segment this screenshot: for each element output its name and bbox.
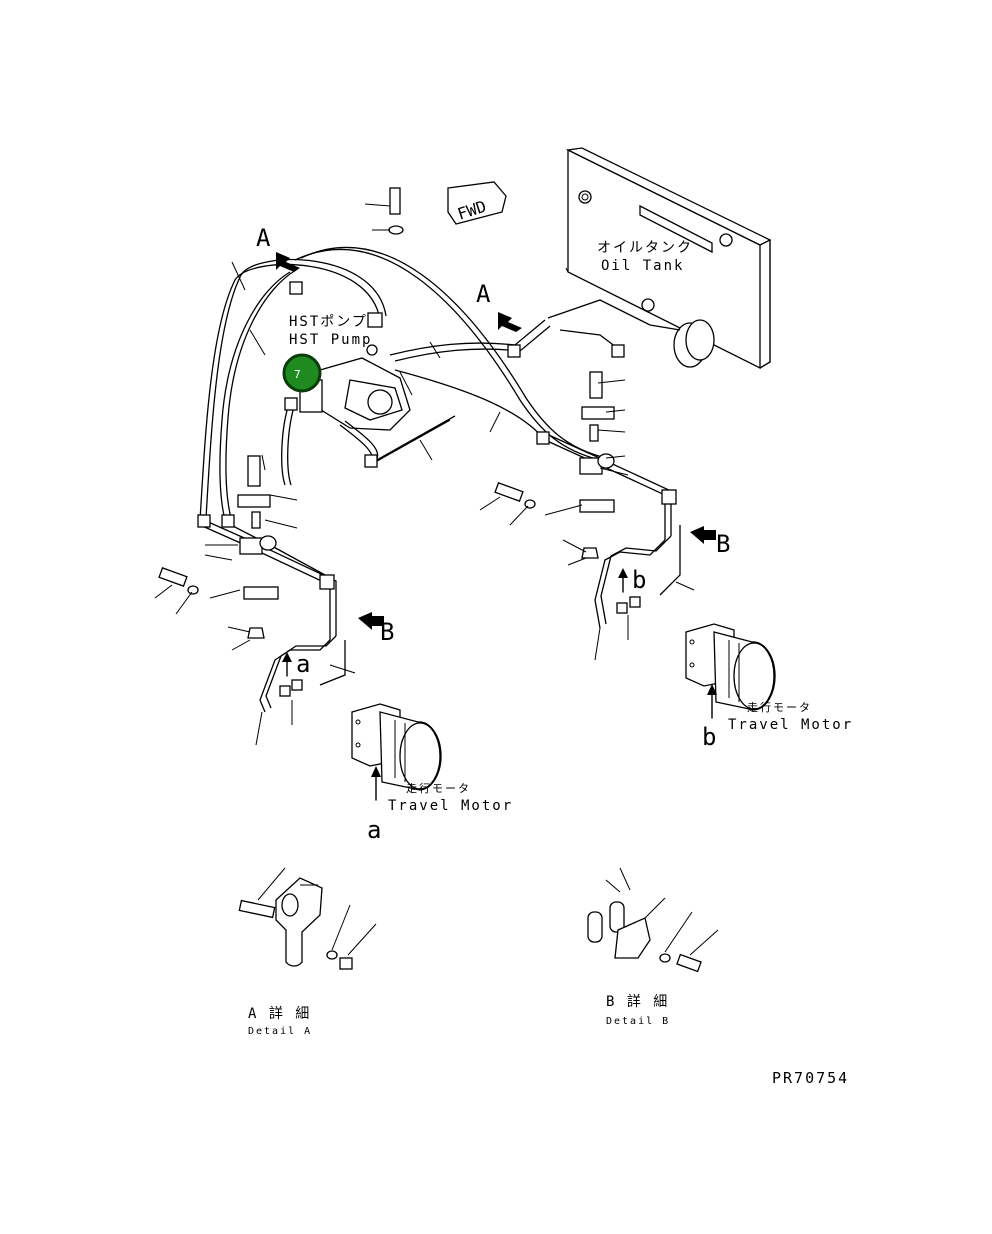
oil-tank-label-en: Oil Tank [601, 258, 684, 274]
hst-pump: HSTポンプ HST Pump [289, 314, 411, 431]
travel-motor-b [685, 623, 776, 719]
view-label-a-left: A [256, 224, 271, 252]
leader-lines [154, 203, 695, 746]
callout-number: 7 [294, 368, 301, 381]
motor-b-letter: b [702, 723, 716, 751]
part-callout-7[interactable]: 7 [282, 353, 322, 393]
detail-a-view [238, 867, 377, 970]
hose-lines [199, 246, 681, 713]
detail-b-title-en: Detail B [606, 1016, 670, 1027]
view-label-a-right: A [476, 280, 491, 308]
fittings [158, 187, 677, 697]
up-arrow-a-icon [282, 652, 292, 677]
view-label-b-right: B [716, 530, 730, 558]
travel-motor-a [351, 703, 442, 801]
travel-motor-b-label-jp: 走行モータ [747, 701, 812, 714]
motor-a-letter: a [367, 816, 381, 844]
view-arrow-a-left-icon [276, 252, 300, 272]
oil-tank-label-jp: オイルタンク [597, 240, 693, 256]
up-arrow-b-icon [618, 568, 628, 593]
oil-tank: オイルタンク Oil Tank [565, 147, 772, 370]
view-arrow-a-right-icon [498, 312, 522, 332]
forward-arrow-icon: FWD [447, 181, 507, 225]
detail-a-title-jp: A 詳 細 [248, 1006, 311, 1022]
drawing-number: PR70754 [772, 1069, 849, 1087]
detail-b-view [587, 867, 719, 973]
view-label-b-left: B [380, 618, 394, 646]
travel-motor-a-label-en: Travel Motor [388, 798, 513, 814]
hst-pump-label-jp: HSTポンプ [289, 314, 368, 330]
travel-motor-b-label-en: Travel Motor [728, 717, 853, 733]
travel-motor-a-label-jp: 走行モータ [406, 782, 471, 795]
detail-a-title-en: Detail A [248, 1026, 312, 1037]
hst-pump-label-en: HST Pump [289, 332, 372, 348]
marker-b-upper: b [632, 566, 646, 594]
detail-b-title-jp: B 詳 細 [606, 994, 669, 1010]
marker-a-upper: a [296, 650, 310, 678]
view-arrow-b-right-icon [690, 526, 716, 544]
view-arrow-b-left-icon [358, 612, 384, 630]
